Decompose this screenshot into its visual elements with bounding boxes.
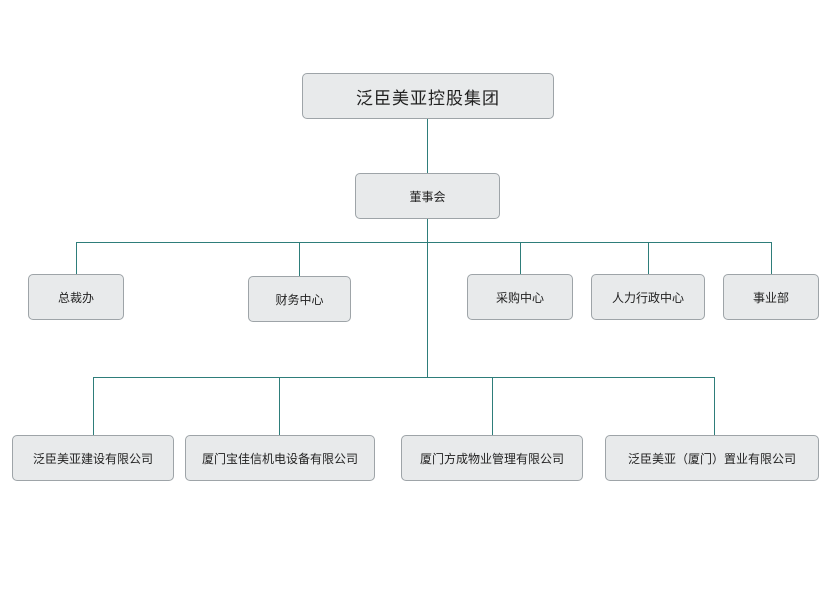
department-node-hr-admin-center[interactable]: 人力行政中心 xyxy=(591,274,705,320)
connector-board-trunk xyxy=(427,218,428,377)
department-node-business-division[interactable]: 事业部 xyxy=(723,274,819,320)
connector-department-bus xyxy=(76,242,772,243)
connector-subsidiary-4 xyxy=(714,377,715,436)
subsidiary-node-property-management[interactable]: 厦门方成物业管理有限公司 xyxy=(401,435,583,481)
connector-department-1 xyxy=(76,242,77,275)
connector-subsidiary-2 xyxy=(279,377,280,436)
subsidiary-node-real-estate[interactable]: 泛臣美亚（厦门）置业有限公司 xyxy=(605,435,819,481)
root-node[interactable]: 泛臣美亚控股集团 xyxy=(302,73,554,119)
subsidiary-node-construction[interactable]: 泛臣美亚建设有限公司 xyxy=(12,435,174,481)
subsidiary-node-mechanical-electrical[interactable]: 厦门宝佳信机电设备有限公司 xyxy=(185,435,375,481)
connector-department-5 xyxy=(771,242,772,275)
connector-root-board xyxy=(427,118,428,174)
department-node-procurement-center[interactable]: 采购中心 xyxy=(467,274,573,320)
connector-department-2 xyxy=(299,242,300,277)
connector-department-4 xyxy=(648,242,649,275)
department-node-president-office[interactable]: 总裁办 xyxy=(28,274,124,320)
board-node[interactable]: 董事会 xyxy=(355,173,500,219)
connector-subsidiary-1 xyxy=(93,377,94,436)
connector-subsidiary-3 xyxy=(492,377,493,436)
department-node-finance-center[interactable]: 财务中心 xyxy=(248,276,351,322)
connector-department-3 xyxy=(520,242,521,275)
connector-subsidiary-bus xyxy=(93,377,715,378)
